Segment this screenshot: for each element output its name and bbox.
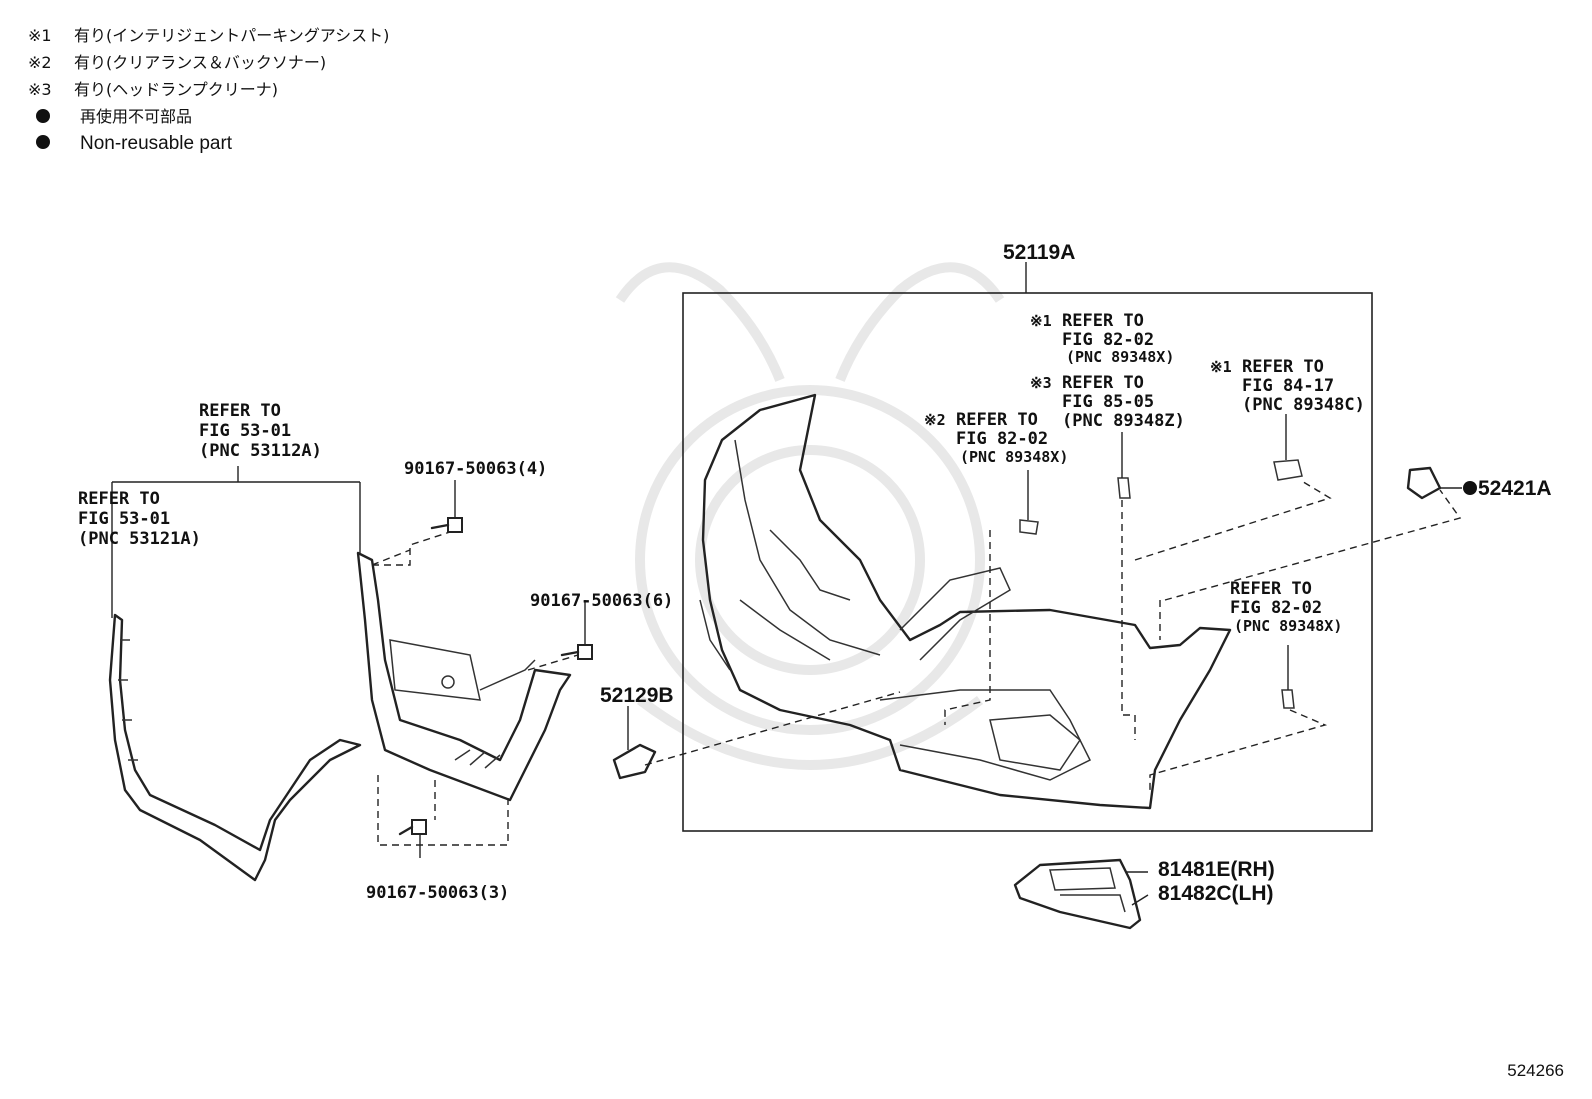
part-number-lamp-lh: 81482C(LH) bbox=[1158, 882, 1274, 905]
legend-jp-text: 再使用不可部品 bbox=[80, 107, 193, 126]
ref-line: (PNC 89348X) bbox=[1234, 617, 1342, 635]
bumper-assembly-box bbox=[682, 292, 1373, 832]
ref-line: (PNC 53121A) bbox=[78, 529, 201, 549]
ref-line: REFER TO bbox=[78, 489, 160, 509]
ref-line: REFER TO bbox=[1062, 311, 1144, 331]
ref-line: FIG 82-02 bbox=[1230, 598, 1322, 618]
note-mark: ※2 bbox=[28, 53, 52, 72]
ref-sensor-1b: ※1 REFER TO FIG 84-17 (PNC 89348C) bbox=[1210, 357, 1365, 415]
sensor-icon bbox=[1273, 459, 1303, 481]
note-text: 有り(クリアランス＆バックソナー) bbox=[74, 53, 327, 72]
watermark-emblem-icon bbox=[615, 262, 1005, 770]
screw-3-icon bbox=[398, 819, 427, 836]
ref-line: FIG 53-01 bbox=[78, 509, 170, 529]
ref-line: FIG 84-17 bbox=[1242, 376, 1334, 396]
side-lamp-assembly bbox=[1013, 858, 1142, 930]
part-number-screw-3: 90167-50063(3) bbox=[366, 883, 509, 903]
ref-mark: ※2 bbox=[924, 411, 946, 429]
screw-4-icon bbox=[430, 517, 463, 533]
ref-line: REFER TO bbox=[199, 401, 281, 421]
ref-sensor-side: REFER TO FIG 82-02 (PNC 89348X) bbox=[1230, 579, 1342, 635]
ref-line: FIG 53-01 bbox=[199, 421, 291, 441]
note-2: ※2 有り(クリアランス＆バックソナー) bbox=[28, 49, 389, 76]
ref-line: (PNC 53112A) bbox=[199, 441, 322, 461]
dashed-assembly-lines bbox=[371, 479, 1462, 846]
non-reusable-dot-icon bbox=[36, 108, 50, 123]
ref-grille-upper: REFER TO FIG 53-01 (PNC 53112A) bbox=[199, 401, 322, 461]
ref-line: REFER TO bbox=[1230, 579, 1312, 599]
note-mark: ※3 bbox=[28, 80, 52, 99]
ref-line: FIG 82-02 bbox=[956, 429, 1048, 449]
part-number-cap: 52129B bbox=[600, 684, 674, 707]
ref-line: FIG 82-02 bbox=[1062, 330, 1154, 350]
sensor-icon bbox=[1117, 477, 1131, 499]
ref-sensor-3: ※3 REFER TO FIG 85-05 (PNC 89348Z) bbox=[1030, 373, 1185, 431]
part-number-retainer: 52421A bbox=[1478, 477, 1552, 500]
part-number-screw-6: 90167-50063(6) bbox=[530, 591, 673, 611]
towing-hook-cap bbox=[612, 743, 657, 780]
grille-frame bbox=[356, 551, 572, 802]
legend-en: Non-reusable part bbox=[28, 130, 389, 157]
part-number-bumper: 52119A bbox=[1003, 241, 1075, 264]
note-text: 有り(ヘッドランプクリーナ) bbox=[74, 80, 279, 99]
ref-line: REFER TO bbox=[1062, 373, 1144, 393]
non-reusable-dot-icon bbox=[36, 134, 50, 149]
note-text: 有り(インテリジェントパーキングアシスト) bbox=[74, 26, 390, 45]
note-3: ※3 有り(ヘッドランプクリーナ) bbox=[28, 76, 389, 103]
figure-number: 524266 bbox=[1507, 1061, 1564, 1080]
legend-en-text: Non-reusable part bbox=[80, 133, 233, 154]
part-number-screw-4: 90167-50063(4) bbox=[404, 459, 547, 479]
ref-sensor-2: ※2 REFER TO FIG 82-02 (PNC 89348X) bbox=[924, 410, 1068, 466]
ref-line: REFER TO bbox=[956, 410, 1038, 430]
ref-line: FIG 85-05 bbox=[1062, 392, 1154, 412]
ref-line: (PNC 89348Z) bbox=[1062, 411, 1185, 431]
notes-block: ※1 有り(インテリジェントパーキングアシスト) ※2 有り(クリアランス＆バックソ… bbox=[28, 22, 389, 157]
note-1: ※1 有り(インテリジェントパーキングアシスト) bbox=[28, 22, 389, 49]
sensor-icon bbox=[1019, 519, 1039, 535]
ref-sensor-1a: ※1 REFER TO FIG 82-02 (PNC 89348X) bbox=[1030, 311, 1174, 366]
grille-lower-molding bbox=[108, 613, 362, 882]
ref-grille-lower: REFER TO FIG 53-01 (PNC 53121A) bbox=[78, 489, 201, 549]
legend-jp: 再使用不可部品 bbox=[28, 103, 389, 130]
bumper-retainer-clip bbox=[1406, 466, 1442, 500]
sensor-icon bbox=[1281, 689, 1295, 709]
ref-line: (PNC 89348C) bbox=[1242, 395, 1365, 415]
ref-mark: ※3 bbox=[1030, 374, 1052, 392]
note-mark: ※1 bbox=[28, 26, 52, 45]
non-reusable-dot-icon bbox=[1463, 481, 1477, 495]
screw-6-icon bbox=[560, 644, 593, 660]
ref-line: (PNC 89348X) bbox=[1066, 348, 1174, 366]
ref-mark: ※1 bbox=[1030, 312, 1052, 330]
ref-line: REFER TO bbox=[1242, 357, 1324, 377]
front-bumper-cover bbox=[699, 393, 1232, 810]
leader-lines bbox=[111, 414, 1462, 906]
part-number-lamp-rh: 81481E(RH) bbox=[1158, 858, 1275, 881]
ref-mark: ※1 bbox=[1210, 358, 1232, 376]
ref-line: (PNC 89348X) bbox=[960, 448, 1068, 466]
